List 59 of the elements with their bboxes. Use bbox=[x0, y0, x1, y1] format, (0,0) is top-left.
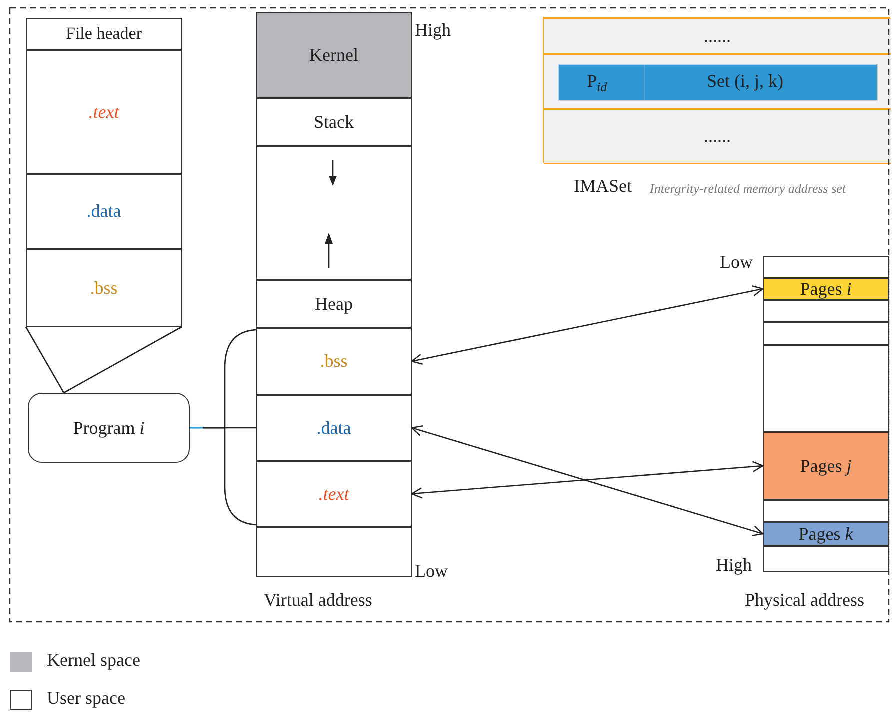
table-row bbox=[544, 18, 891, 54]
heap-cell bbox=[256, 280, 412, 328]
section-cell bbox=[26, 50, 182, 174]
set-entry-bar bbox=[558, 64, 878, 101]
page-cell bbox=[763, 546, 889, 572]
axis-caption: Physical address bbox=[745, 590, 864, 611]
ellipsis-text: ...... bbox=[704, 26, 731, 46]
table-row bbox=[544, 54, 891, 109]
address-label: High bbox=[716, 555, 752, 576]
table-title: IMASet bbox=[574, 176, 632, 197]
section-cell bbox=[26, 174, 182, 249]
section-cell bbox=[256, 395, 412, 461]
page-cell bbox=[763, 322, 889, 345]
arrow bbox=[411, 285, 764, 366]
cell-label: File header bbox=[66, 24, 142, 44]
section-cell bbox=[256, 328, 412, 395]
address-label: Low bbox=[415, 561, 448, 582]
table-row bbox=[544, 109, 891, 164]
cell-label: Stack bbox=[314, 112, 354, 132]
cell-label: Program i bbox=[73, 418, 145, 438]
cell-label: Pages j bbox=[800, 456, 852, 476]
page-cell bbox=[763, 432, 889, 500]
funnel-line bbox=[25, 326, 183, 394]
legend-label: User space bbox=[47, 688, 126, 709]
ellipsis-text: ...... bbox=[704, 126, 731, 147]
section-cell bbox=[26, 249, 182, 327]
page-cell bbox=[763, 278, 889, 300]
page-cell bbox=[763, 256, 889, 278]
address-set-label: Set (i, j, k) bbox=[707, 71, 784, 92]
memory-cell bbox=[256, 146, 412, 280]
cell-label: Kernel bbox=[310, 44, 358, 66]
cell-label: Pages i bbox=[800, 278, 852, 300]
address-label: Low bbox=[720, 252, 753, 273]
address-label: High bbox=[415, 20, 451, 41]
process-id: P$_{id}$ bbox=[587, 71, 608, 96]
page-cell bbox=[763, 500, 889, 522]
memory-cell bbox=[256, 527, 412, 577]
cell-label: Heap bbox=[315, 294, 353, 314]
page-cell bbox=[763, 300, 889, 322]
cell-label: .bss bbox=[320, 351, 348, 372]
table-caption: Intergrity-related memory address set bbox=[650, 181, 846, 197]
program-box bbox=[28, 393, 190, 463]
kernel-cell bbox=[256, 12, 412, 98]
cell-label: Pages k bbox=[798, 524, 854, 544]
cell-label: .text bbox=[88, 102, 120, 122]
brace-connector bbox=[190, 427, 256, 526]
file-header-cell bbox=[26, 18, 182, 50]
section-cell bbox=[256, 461, 412, 527]
arrow bbox=[411, 425, 764, 537]
page-cell bbox=[763, 345, 889, 432]
stack-cell bbox=[256, 98, 412, 146]
cell-label: .text bbox=[318, 484, 350, 504]
legend-label: Kernel space bbox=[47, 650, 140, 671]
cell-label: .data bbox=[316, 418, 352, 438]
page-cell bbox=[763, 522, 889, 546]
cell-label: .bss bbox=[90, 278, 118, 298]
arrow bbox=[411, 461, 764, 499]
cell-label: .data bbox=[86, 201, 122, 222]
axis-caption: Virtual address bbox=[264, 590, 372, 611]
